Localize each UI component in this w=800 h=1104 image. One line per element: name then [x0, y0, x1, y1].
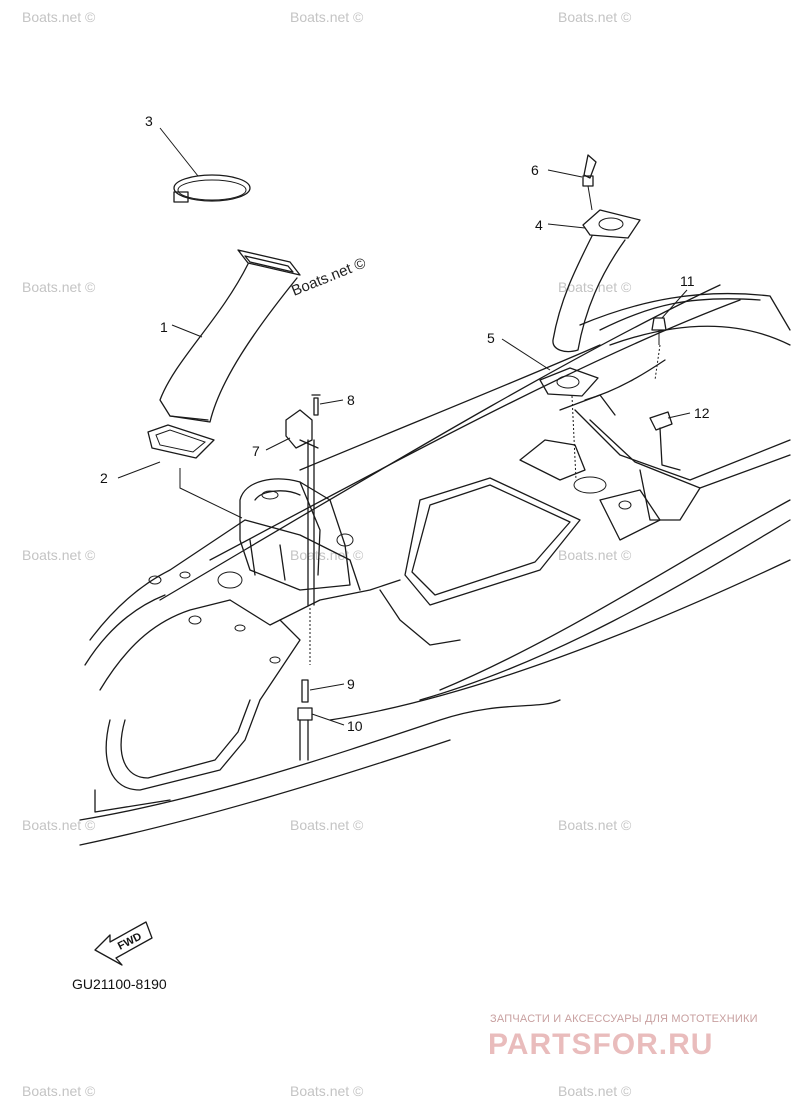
part-12-clip [649, 411, 681, 471]
watermark: Boats.net © [290, 9, 364, 25]
watermark: Boats.net © [22, 279, 96, 295]
watermark: Boats.net © [22, 547, 96, 563]
watermark-main: Boats.net © [289, 254, 368, 299]
part-11-screw [651, 317, 667, 381]
watermark: Boats.net © [558, 9, 632, 25]
callout-12: 12 [694, 405, 710, 421]
callout-6: 6 [531, 162, 539, 178]
watermark: Boats.net © [22, 9, 96, 25]
part-2-gasket [147, 424, 215, 459]
advert-logo: PARTSFOR.RU [488, 1028, 713, 1061]
fwd-arrow-icon: FWD [94, 921, 153, 966]
callout-3: 3 [145, 113, 153, 129]
watermark: Boats.net © [558, 279, 632, 295]
part-1-intake-duct [159, 249, 301, 423]
watermark: Boats.net © [290, 817, 364, 833]
callout-2: 2 [100, 470, 108, 486]
callout-labels: 3 1 2 6 4 5 11 12 8 7 9 10 [100, 113, 710, 734]
callout-9: 9 [347, 676, 355, 692]
watermark: Boats.net © [558, 1083, 632, 1099]
callout-4: 4 [535, 217, 543, 233]
part-10-nut [297, 707, 313, 721]
watermark: Boats.net © [22, 817, 96, 833]
advert-block: ЗАПЧАСТИ И АКСЕССУАРЫ ДЛЯ МОТОТЕХНИКИ PA… [488, 1013, 758, 1061]
vertical-rod [299, 439, 315, 761]
leader-lines [117, 127, 691, 726]
part-7-bracket [285, 409, 319, 449]
watermark: Boats.net © [22, 1083, 96, 1099]
part-9-pin [301, 679, 309, 703]
watermark: Boats.net © [558, 817, 632, 833]
fwd-label: FWD [116, 931, 144, 953]
part-5-gasket [539, 367, 599, 481]
watermark: Boats.net © [290, 547, 364, 563]
part-4-outlet-duct [552, 209, 641, 353]
callout-5: 5 [487, 330, 495, 346]
drawing-code: GU21100-8190 [72, 976, 167, 992]
watermark-layer: Boats.net © Boats.net © Boats.net © Boat… [22, 9, 632, 1099]
callout-7: 7 [252, 443, 260, 459]
callout-1: 1 [160, 319, 168, 335]
part-3-clamp [173, 174, 251, 203]
part-6-rivet [582, 154, 597, 211]
callout-10: 10 [347, 718, 363, 734]
advert-tagline: ЗАПЧАСТИ И АКСЕССУАРЫ ДЛЯ МОТОТЕХНИКИ [490, 1013, 758, 1025]
intake-housing [239, 478, 351, 591]
watermark: Boats.net © [290, 1083, 364, 1099]
callout-8: 8 [347, 392, 355, 408]
hull-deck-outline [79, 284, 791, 846]
watermark: Boats.net © [558, 547, 632, 563]
callout-11: 11 [680, 273, 695, 289]
part-8-bolt [311, 394, 321, 416]
